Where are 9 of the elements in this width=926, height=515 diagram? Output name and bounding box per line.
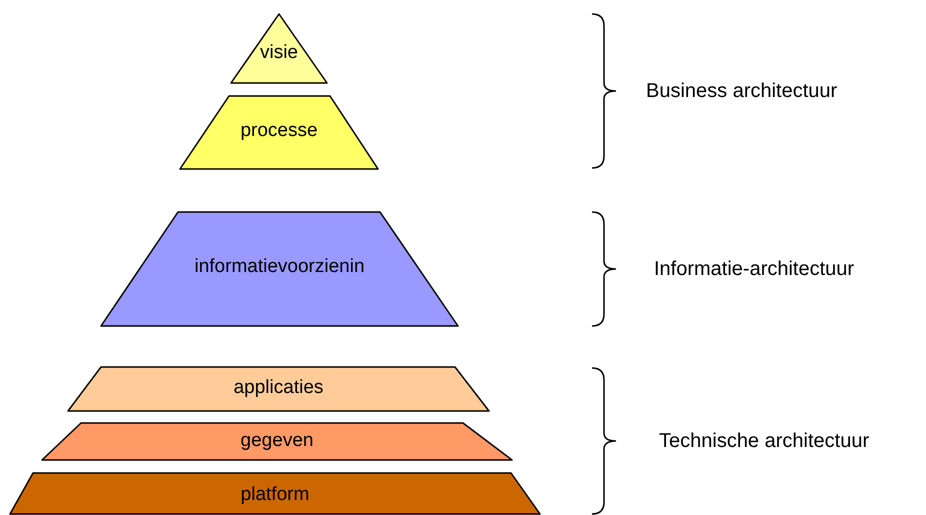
group-label: Informatie-architectuur (654, 259, 854, 279)
layer-label: applicaties (234, 378, 324, 400)
layer-label: processe (240, 121, 318, 143)
layer-label: informatievoorzienin (194, 257, 365, 279)
layer-label: visie (260, 43, 298, 65)
group-label: Business architectuur (646, 81, 838, 101)
layer-label: platform (240, 485, 310, 507)
group-label: Technische architectuur (659, 431, 870, 451)
layer-label: gegeven (240, 431, 314, 453)
